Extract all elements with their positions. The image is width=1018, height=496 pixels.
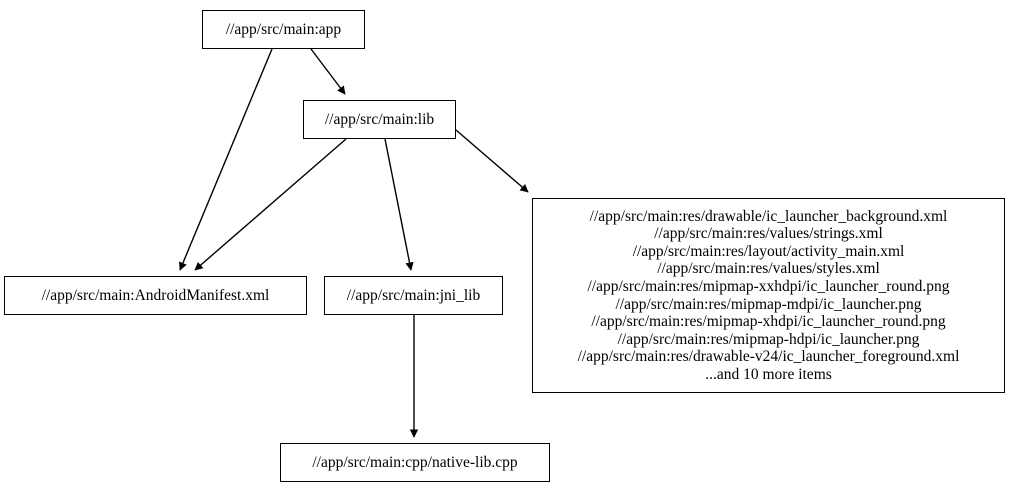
graph-node-jni-lib-label: //app/src/main:jni_lib bbox=[346, 286, 481, 304]
graph-node-res-group-line: ...and 10 more items bbox=[705, 365, 832, 383]
graph-node-res-group-line: //app/src/main:res/drawable-v24/ic_launc… bbox=[577, 348, 960, 366]
edge-lib-to-jni-lib bbox=[384, 138, 414, 271]
graph-node-res-group-line: //app/src/main:res/mipmap-mdpi/ic_launch… bbox=[615, 295, 922, 313]
graph-node-res-group[interactable]: //app/src/main:res/drawable/ic_launcher_… bbox=[532, 198, 1005, 393]
graph-node-res-group-line: //app/src/main:res/values/strings.xml bbox=[654, 225, 883, 243]
graph-node-androidmanifest[interactable]: //app/src/main:AndroidManifest.xml bbox=[4, 276, 307, 315]
graph-node-res-group-label-list: //app/src/main:res/drawable/ic_launcher_… bbox=[537, 208, 1000, 384]
graph-node-app[interactable]: //app/src/main:app bbox=[202, 10, 365, 49]
graph-node-res-group-line: //app/src/main:res/layout/activity_main.… bbox=[632, 242, 905, 260]
graph-node-app-label: //app/src/main:app bbox=[225, 20, 342, 38]
edge-lib-to-res-group bbox=[455, 129, 529, 193]
graph-node-native-lib-label: //app/src/main:cpp/native-lib.cpp bbox=[312, 453, 518, 471]
graph-node-lib[interactable]: //app/src/main:lib bbox=[303, 100, 456, 139]
graph-node-res-group-line: //app/src/main:res/drawable/ic_launcher_… bbox=[589, 207, 948, 225]
edge-app-to-androidmanifest bbox=[179, 48, 273, 271]
graph-node-native-lib[interactable]: //app/src/main:cpp/native-lib.cpp bbox=[280, 443, 550, 482]
edge-lib-to-androidmanifest bbox=[194, 138, 347, 271]
graph-node-res-group-line: //app/src/main:res/values/styles.xml bbox=[657, 260, 880, 278]
graph-node-res-group-line: //app/src/main:res/mipmap-hdpi/ic_launch… bbox=[617, 330, 920, 348]
graph-node-jni-lib[interactable]: //app/src/main:jni_lib bbox=[324, 276, 503, 315]
edge-app-to-lib bbox=[310, 48, 346, 95]
graph-node-res-group-line: //app/src/main:res/mipmap-xhdpi/ic_launc… bbox=[591, 313, 946, 331]
graph-node-lib-label: //app/src/main:lib bbox=[324, 110, 435, 128]
graph-node-androidmanifest-label: //app/src/main:AndroidManifest.xml bbox=[41, 286, 270, 304]
graph-node-res-group-line: //app/src/main:res/mipmap-xxhdpi/ic_laun… bbox=[587, 277, 950, 295]
